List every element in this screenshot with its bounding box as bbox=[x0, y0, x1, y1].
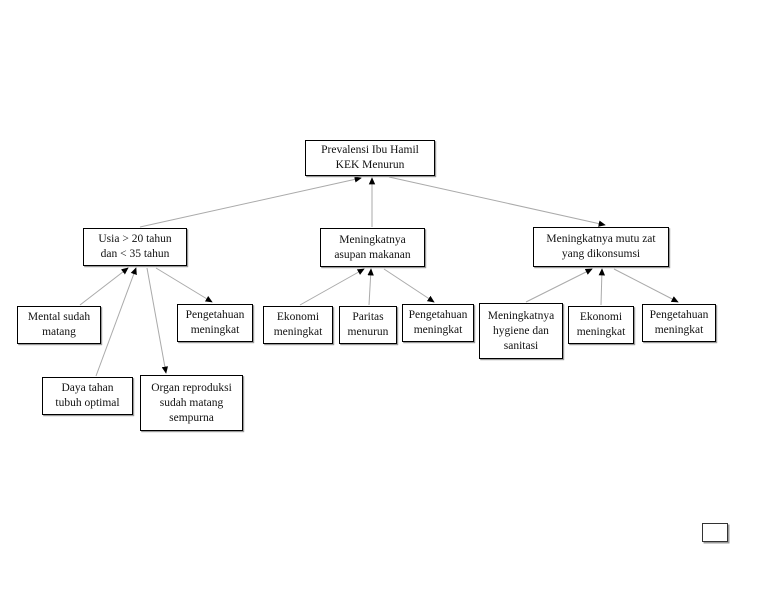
empty-box bbox=[702, 523, 728, 542]
node-ekonomi-meningkat-1: Ekonomi meningkat bbox=[263, 306, 333, 344]
node-mental-sudah-matang: Mental sudah matang bbox=[17, 306, 101, 344]
node-paritas-menurun: Paritas menurun bbox=[339, 306, 397, 344]
node-meningkatnya-mutu-zat: Meningkatnya mutu zat yang dikonsumsi bbox=[533, 227, 669, 267]
connector-paritas-asupan bbox=[367, 268, 374, 306]
connector-dayatahan-usia bbox=[95, 267, 137, 377]
connector-ekonomi1-asupan bbox=[299, 268, 365, 306]
node-pengetahuan-meningkat-3: Pengetahuan meningkat bbox=[642, 304, 716, 342]
node-meningkatnya-asupan-makanan: Meningkatnya asupan makanan bbox=[320, 228, 425, 267]
connector-ekonomi2-mutu bbox=[598, 268, 606, 306]
node-pengetahuan-meningkat-1: Pengetahuan meningkat bbox=[177, 304, 253, 342]
connector-hygiene-mutu bbox=[525, 268, 593, 303]
node-ekonomi-meningkat-2: Ekonomi meningkat bbox=[568, 306, 634, 344]
node-pengetahuan-meningkat-2: Pengetahuan meningkat bbox=[402, 304, 474, 342]
node-daya-tahan-tubuh-optimal: Daya tahan tubuh optimal bbox=[42, 377, 133, 415]
connector-prevalensi-mutu bbox=[388, 176, 606, 227]
node-organ-reproduksi-matang: Organ reproduksi sudah matang sempurna bbox=[140, 375, 243, 431]
connector-asupan-pengetahuan2 bbox=[383, 268, 435, 303]
connector-usia-prevalensi bbox=[139, 176, 362, 228]
node-meningkatnya-hygiene-sanitasi: Meningkatnya hygiene dan sanitasi bbox=[479, 303, 563, 359]
node-prevalensi-ibu-hamil-kek-menurun: Prevalensi Ibu Hamil KEK Menurun bbox=[305, 140, 435, 176]
connector-mental-usia bbox=[79, 267, 129, 306]
connector-usia-organ bbox=[146, 267, 169, 374]
connector-mutu-pengetahuan3 bbox=[613, 268, 679, 303]
connector-usia-pengetahuan1 bbox=[155, 267, 213, 303]
node-usia-20-35-tahun: Usia > 20 tahun dan < 35 tahun bbox=[83, 228, 187, 266]
